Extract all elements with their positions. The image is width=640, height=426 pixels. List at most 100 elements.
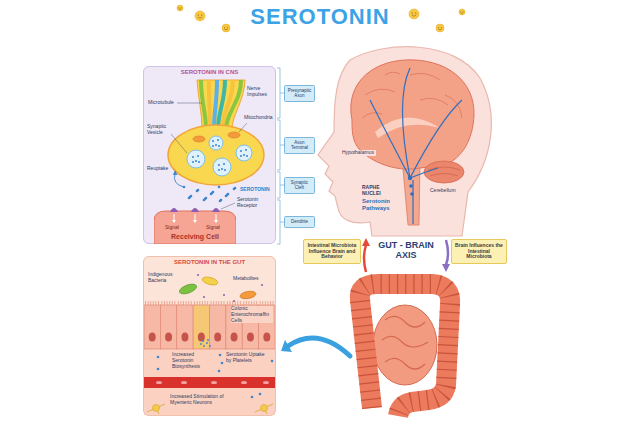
cell-nucleus: [263, 333, 270, 342]
part-label: Synaptic Vesicle: [147, 124, 172, 136]
emoji-face: [436, 24, 444, 32]
microvillus: [273, 301, 274, 305]
platelet: [241, 381, 247, 384]
face-eye: [412, 12, 413, 13]
vesicle-serotonin: [218, 145, 220, 147]
cell-nucleus: [231, 333, 238, 342]
serotonin-dot: [190, 195, 193, 198]
microvillus: [235, 301, 236, 305]
part-label: Increased Serotonin Biosynthesis: [172, 352, 214, 369]
face-eye: [415, 12, 416, 13]
serotonin-dot: [196, 190, 199, 193]
part-label: Metabolites: [233, 276, 265, 282]
vesicle-serotonin: [224, 169, 226, 171]
part-label: Cerebellum: [430, 188, 460, 194]
vesicle-serotonin: [246, 155, 248, 157]
platelet: [181, 381, 187, 384]
platelet: [211, 381, 217, 384]
head-silhouette: [318, 47, 491, 236]
vesicle-serotonin: [195, 160, 197, 162]
axis-note-box-text: Intestinal Microbiota Influence Brain an…: [307, 243, 357, 260]
nerve-impulse-stripe: [201, 80, 206, 129]
vesicle-serotonin: [217, 139, 219, 141]
myenteric-neuron: [153, 405, 160, 412]
leader-line: [221, 203, 235, 209]
axon-neck: [197, 80, 245, 129]
vesicle-serotonin: [243, 154, 245, 156]
microvillus: [205, 301, 206, 305]
title: SEROTONIN: [0, 5, 640, 29]
face-eye: [180, 7, 182, 9]
vesicle-serotonin: [240, 155, 242, 157]
axis-arrow-down: [446, 240, 448, 265]
face-disc: [409, 9, 419, 19]
face-disc: [222, 24, 230, 32]
part-label: Nerve Impulses: [247, 86, 275, 98]
microvillus: [213, 301, 214, 305]
cerebellum-folds: [428, 167, 460, 176]
microvillus: [191, 301, 192, 305]
serotonin-dot: [203, 199, 206, 202]
part-label: Serotonin Pathways: [362, 198, 400, 212]
vesicle-serotonin: [218, 169, 220, 171]
face-disc: [195, 11, 205, 21]
face-eye: [201, 14, 202, 15]
region-label-box-text: Presynaptic Axon: [287, 88, 312, 98]
microvillus: [169, 301, 170, 305]
epithelial-cell: [177, 305, 193, 349]
serotonin-dot: [189, 196, 192, 199]
raphe-nucleus: [409, 184, 413, 188]
axis-note-box: Brain Influences the Intestinal Microbio…: [451, 239, 507, 264]
raphe-nucleus: [410, 192, 414, 196]
gyrus: [445, 95, 462, 118]
gyrus: [420, 98, 448, 105]
mitochondrion: [193, 136, 205, 142]
leader-line: [171, 134, 187, 153]
microvillus: [265, 301, 266, 305]
cell-nucleus: [198, 333, 205, 342]
face-smile: [224, 29, 228, 30]
pathway: [410, 168, 438, 178]
synaptic-vesicle: [187, 150, 205, 168]
cell-nucleus: [247, 333, 254, 342]
part-label: Signal: [165, 225, 183, 231]
vesicle-serotonin: [240, 150, 242, 152]
serotonin-receptor: [170, 208, 178, 212]
metabolite-dot: [233, 300, 235, 302]
face-disc: [436, 24, 444, 32]
part-label: Indigenous Bacteria: [148, 272, 178, 284]
metabolite-dot: [223, 294, 225, 296]
microvillus: [218, 301, 219, 305]
neuron-dendrites: [147, 404, 165, 414]
metabolite-dot: [203, 296, 205, 298]
vesicle-serotonin: [212, 140, 214, 142]
part-label: Increased Stimulation of Myenteric Neuro…: [170, 394, 242, 406]
serotonin-dot: [251, 396, 254, 399]
epithelial-cell: [160, 305, 176, 349]
microvillus: [202, 301, 203, 305]
serotonin-dot: [234, 187, 237, 190]
microvillus: [172, 301, 173, 305]
microvillus: [161, 301, 162, 305]
metabolite-dot: [261, 284, 263, 286]
part-label: SEROTONIN: [240, 187, 274, 193]
emoji-face: [195, 11, 205, 21]
microvillus: [207, 301, 208, 305]
vesicle-serotonin: [221, 168, 223, 170]
bacterium: [201, 276, 218, 287]
part-label: GUT - BRAIN AXIS: [370, 240, 442, 261]
gut-panel-ground: [143, 256, 276, 416]
face-eye: [198, 14, 199, 15]
signal-arrowhead: [214, 220, 218, 223]
myenteric-neuron: [261, 405, 268, 412]
region-label-box: Dendrite: [284, 216, 315, 228]
emoji-face: [409, 9, 419, 19]
brain-gyri: [362, 72, 462, 118]
ec-granule: [203, 345, 205, 347]
large-intestine: [360, 284, 450, 416]
microvillus: [150, 301, 151, 305]
microvillus: [158, 301, 159, 305]
face-eye: [462, 11, 464, 13]
serotonin-dot: [204, 198, 207, 201]
